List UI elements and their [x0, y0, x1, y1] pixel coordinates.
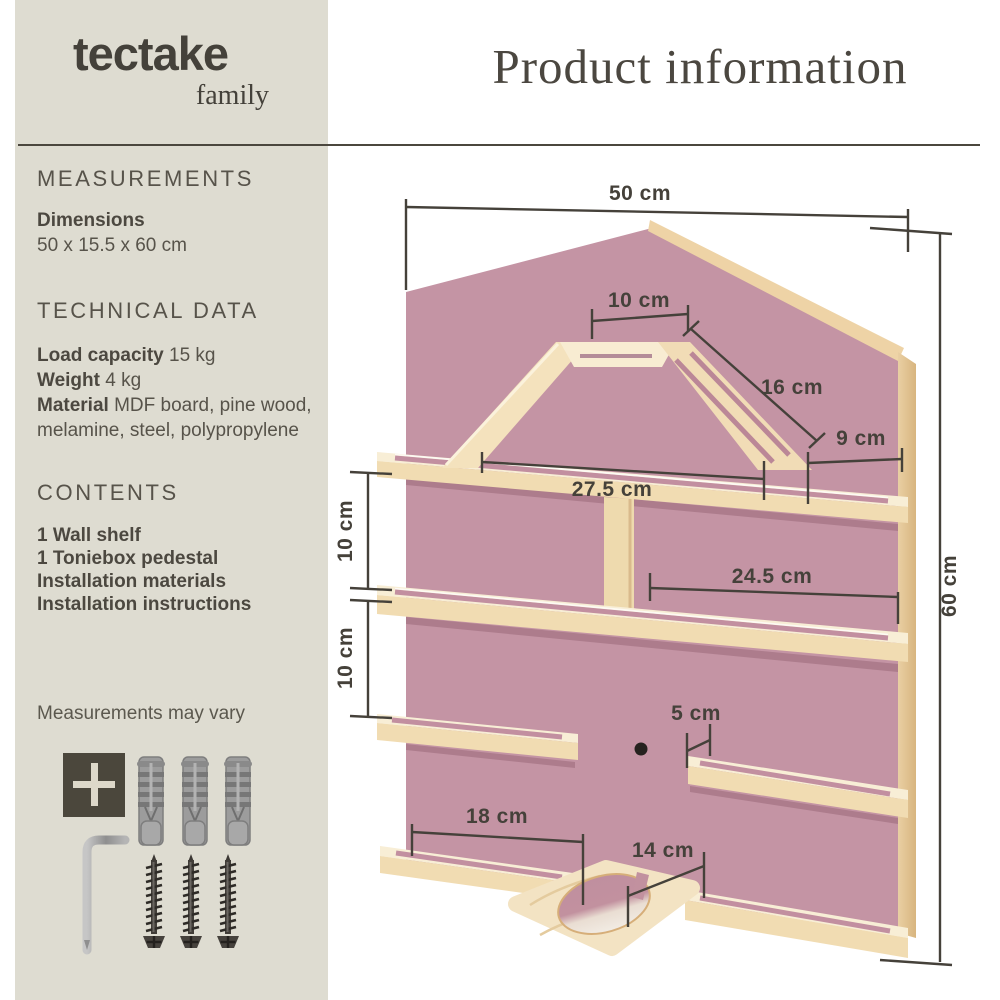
- shelf-row-3-right: [688, 756, 908, 818]
- dim-pedestal-width: 14 cm: [632, 839, 694, 862]
- header-divider: [18, 144, 980, 146]
- dimension-labels: 50 cm 10 cm 16 cm 9 cm 27.5 cm 10 cm 24.…: [334, 182, 961, 862]
- contents-list: 1 Wall shelf 1 Toniebox pedestal Install…: [37, 524, 251, 616]
- weight-label: Weight: [37, 370, 100, 391]
- dim-middle-shelf: 24.5 cm: [732, 565, 813, 588]
- shelf-shadows: [406, 478, 898, 824]
- dim-upper-shelf: 27.5 cm: [572, 478, 653, 501]
- dimensions-label-text: Dimensions: [37, 210, 145, 231]
- contents-heading: CONTENTS: [37, 480, 179, 505]
- load-capacity-row: Load capacity 15 kg: [37, 343, 215, 368]
- shelf-diagram: 50 cm 10 cm 16 cm 9 cm 27.5 cm 10 cm 24.…: [334, 182, 961, 967]
- load-capacity-value: 15 kg: [169, 345, 216, 366]
- dimensions-label: Dimensions: [37, 208, 145, 233]
- dim-shelf-depth: 5 cm: [671, 702, 721, 725]
- dim-roof-slope: 16 cm: [761, 376, 823, 399]
- dimensions-value: 50 x 15.5 x 60 cm: [37, 235, 187, 256]
- roof-shelf-frame: [442, 342, 812, 470]
- load-capacity-label: Load capacity: [37, 345, 164, 366]
- board-roof-edge: [648, 220, 904, 361]
- brand-logo: tectake: [73, 27, 229, 80]
- material-row: Material MDF board, pine wood, melamine,…: [37, 393, 337, 443]
- screw-icons: [143, 852, 241, 950]
- allen-key-icon: [82, 835, 130, 955]
- measurements-heading: MEASUREMENTS: [37, 166, 254, 191]
- shelf-row-2: [377, 585, 908, 662]
- dim-gap-upper: 10 cm: [334, 500, 357, 562]
- contents-item: 1 Toniebox pedestal: [37, 548, 219, 569]
- mounting-hole: [634, 742, 648, 756]
- page-title: Product information: [492, 39, 908, 94]
- material-label: Material: [37, 395, 109, 416]
- divider-post: [604, 497, 634, 609]
- weight-value: 4 kg: [105, 370, 142, 391]
- plus-icon: [63, 753, 125, 817]
- shelf-row-4-left: [380, 846, 580, 901]
- dim-roof-right: 9 cm: [836, 427, 886, 450]
- dim-roof-top: 10 cm: [608, 289, 670, 312]
- dim-side-height: 60 cm: [938, 555, 961, 617]
- wall-plug-icons: [137, 756, 252, 846]
- dimension-lines: [349, 199, 953, 967]
- technical-data-heading: TECHNICAL DATA: [37, 298, 259, 323]
- dim-bottom-left-shelf: 18 cm: [466, 805, 528, 828]
- dim-top-width: 50 cm: [609, 182, 671, 205]
- contents-item: 1 Wall shelf: [37, 525, 141, 546]
- sidebar: tectake family MEASUREMENTS Dimensions 5…: [15, 0, 328, 1000]
- dim-gap-lower: 10 cm: [334, 627, 357, 689]
- material-value: MDF board, pine wood, melamine, steel, p…: [37, 395, 312, 441]
- weight-row: Weight 4 kg: [37, 368, 141, 393]
- brand-logo-sub: family: [195, 80, 269, 111]
- shelf-row-4-right: [685, 890, 908, 958]
- contents-item: Installation materials: [37, 571, 227, 592]
- measurements-note: Measurements may vary: [37, 703, 246, 724]
- contents-item: Installation instructions: [37, 594, 252, 615]
- shelf-row-3-left: [377, 714, 578, 760]
